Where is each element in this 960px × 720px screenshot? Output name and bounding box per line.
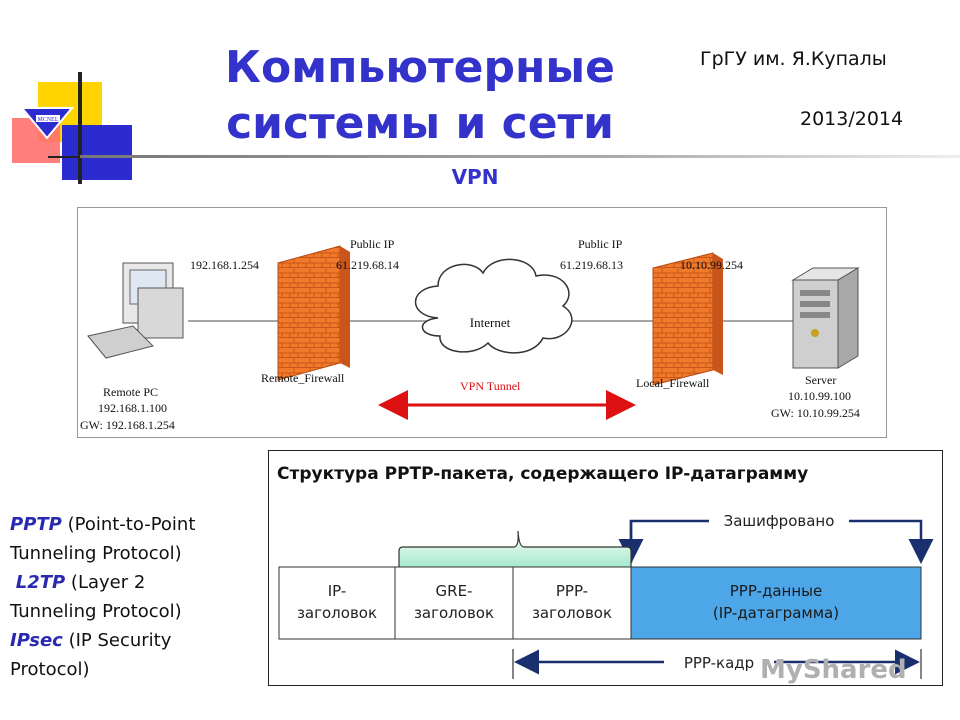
ppp-header-line1: PPP- [556, 582, 588, 600]
ppp-data-line2: (IP-датаграмма) [713, 604, 839, 622]
remote-firewall-label: Remote_Firewall [261, 371, 345, 385]
public-ip-right: 61.219.68.13 [560, 258, 623, 272]
gre-header-line2: заголовок [414, 604, 494, 622]
ppp-frame-label: PPP-кадр [684, 654, 754, 672]
ip-header-line1: IP- [328, 582, 347, 600]
title-line-2: системы и сети [226, 98, 614, 149]
protocol-l2tp-line1: L2TP (Layer 2 [10, 568, 260, 597]
remote-pc-label: Remote PC [103, 385, 158, 399]
protocol-ipsec-line1: IPsec (IP Security [10, 626, 260, 655]
page-title: Компьютерные системы и сети [190, 40, 650, 152]
protocol-name: PPTP [10, 514, 62, 535]
local-firewall-label: Local_Firewall [636, 376, 710, 390]
server-icon [791, 267, 860, 369]
server-ip: 10.10.99.100 [788, 389, 851, 403]
local-firewall-icon [652, 252, 723, 386]
remote-pc-ip: 192.168.1.100 [98, 401, 167, 415]
protocol-pptp-line1: PPTP (Point-to-Point [10, 510, 260, 539]
public-ip-label-right: Public IP [578, 237, 623, 251]
local-lan-ip: 10.10.99.254 [680, 258, 743, 272]
gre-header-cell [394, 566, 514, 640]
vpn-tunnel-label: VPN Tunnel [460, 379, 521, 393]
watermark: MyShared [760, 655, 907, 685]
ppp-data-line1: PPP-данные [730, 582, 822, 600]
ppp-data-cell [630, 566, 922, 640]
public-ip-label-left: Public IP [350, 237, 395, 251]
ip-header-cell [278, 566, 396, 640]
logo-text: MCNEL [38, 117, 59, 123]
logo: MCNEL [0, 60, 160, 190]
header-divider [80, 155, 960, 158]
ip-header-line2: заголовок [297, 604, 377, 622]
protocol-name: IPsec [10, 630, 63, 651]
encrypted-label: Зашифровано [724, 512, 835, 530]
ppp-header-line2: заголовок [532, 604, 612, 622]
title-line-1: Компьютерные [224, 42, 616, 93]
cloud-label: Internet [470, 315, 511, 330]
protocol-name: L2TP [15, 572, 66, 593]
internet-cloud-icon: Internet [414, 258, 573, 354]
academic-year: 2013/2014 [800, 108, 904, 130]
protocol-desc: (IP Security [62, 630, 172, 651]
public-ip-left: 61.219.68.14 [336, 258, 399, 272]
vpn-network-diagram: Internet 192.168.1.254 Public IP 61.219.… [77, 207, 887, 438]
ppp-header-cell [512, 566, 632, 640]
protocol-list: PPTP (Point-to-Point Tunneling Protocol)… [10, 510, 260, 684]
pptp-title: Структура PPTP-пакета, содержащего IP-да… [277, 464, 808, 484]
protocol-desc: (Point-to-Point [61, 514, 196, 535]
remote-pc-icon [87, 262, 184, 359]
gre-header-line1: GRE- [436, 582, 473, 600]
remote-firewall-icon [277, 245, 350, 381]
protocol-desc: (Layer 2 [65, 572, 146, 593]
protocol-pptp-line2: Tunneling Protocol) [10, 543, 182, 564]
server-gateway: GW: 10.10.99.254 [771, 406, 860, 420]
remote-pc-gateway: GW: 192.168.1.254 [80, 418, 175, 432]
remote-lan-ip: 192.168.1.254 [190, 258, 259, 272]
pptp-packet-diagram: Структура PPTP-пакета, содержащего IP-да… [268, 450, 943, 686]
protocol-l2tp-line2: Tunneling Protocol) [10, 601, 182, 622]
protocol-ipsec-line2: Protocol) [10, 659, 90, 680]
header-brace [398, 530, 632, 569]
server-label: Server [805, 373, 836, 387]
slide-subtitle: VPN [451, 165, 499, 189]
university-name: ГрГУ им. Я.Купалы [700, 48, 887, 70]
